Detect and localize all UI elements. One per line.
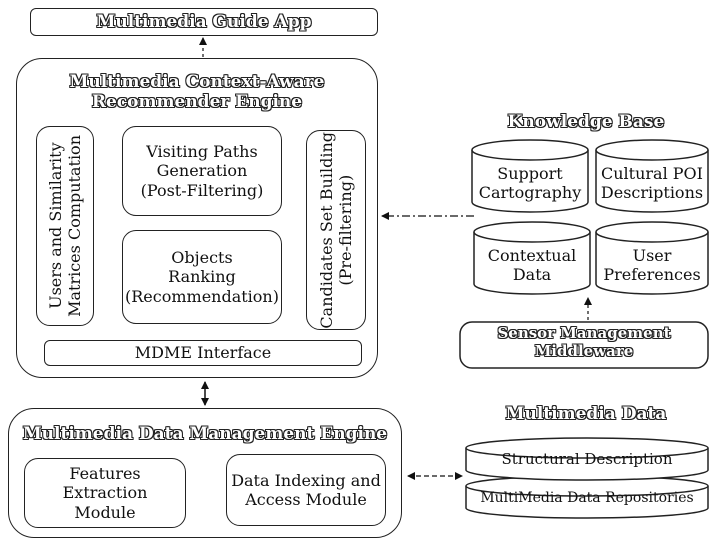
structural-description-label: Structural Description [501,450,673,468]
data-indexing-label: Data Indexing and Access Module [231,470,381,509]
data-engine-title: Multimedia Data Management Engine [22,424,388,444]
repositories-cylinder [465,475,709,519]
multimedia-guide-app-box: Multimedia Guide App [30,8,378,36]
user-preferences-label: User Preferences [603,246,701,285]
mdme-interface-box: MDME Interface [44,340,362,366]
users-matrices-box: Users and Similarity Matrices Computatio… [36,126,94,326]
visiting-paths-box: Visiting Paths Generation (Post-Filterin… [122,126,282,216]
sensor-middleware-label: Sensor Management Middleware [497,324,671,360]
features-extraction-label: Features Extraction Module [62,464,148,522]
contextual-data-label: Contextual Data [487,246,577,285]
multimedia-data-title: Multimedia Data [505,404,667,424]
contextual-data-cylinder [473,221,591,295]
structural-description-cylinder [465,437,709,481]
knowledge-base-title: Knowledge Base [507,112,665,132]
support-cartography-label: Support Cartography [478,164,582,203]
recommender-engine-title: Multimedia Context-Aware Recommender Eng… [69,72,325,113]
mdme-interface-label: MDME Interface [134,343,272,363]
repositories-label: MultiMedia Data Repositories [480,490,694,506]
cultural-poi-label: Cultural POI Descriptions [600,164,704,203]
user-preferences-cylinder [595,221,709,295]
features-extraction-box: Features Extraction Module [24,458,186,528]
multimedia-guide-app-label: Multimedia Guide App [96,11,312,32]
data-indexing-box: Data Indexing and Access Module [226,454,386,526]
visiting-paths-label: Visiting Paths Generation (Post-Filterin… [140,142,264,200]
support-cartography-cylinder [471,139,589,213]
sensor-middleware-box [459,321,709,369]
objects-ranking-label: Objects Ranking (Recommendation) [125,248,279,306]
cultural-poi-cylinder [595,139,709,213]
objects-ranking-box: Objects Ranking (Recommendation) [122,230,282,324]
candidates-box: Candidates Set Building (Pre-filtering) [306,130,366,330]
